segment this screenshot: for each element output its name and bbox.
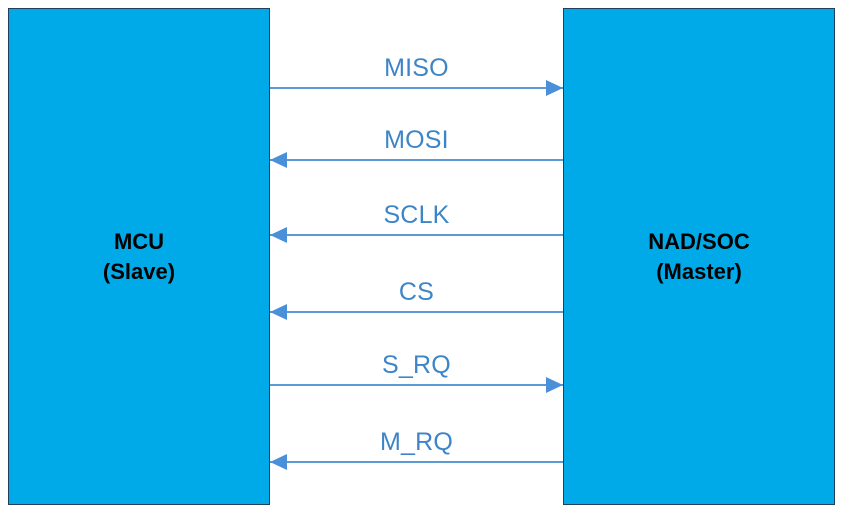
signal-label-cs: CS xyxy=(398,278,435,306)
arrow-shaft xyxy=(270,311,563,313)
arrow-shaft xyxy=(270,461,563,463)
node-mcu[interactable]: MCU (Slave) xyxy=(8,8,270,505)
arrow-head-left-icon xyxy=(270,454,287,470)
arrow-head-left-icon xyxy=(270,227,287,243)
signal-label-sclk: SCLK xyxy=(383,201,450,229)
arrow-head-right-icon xyxy=(546,377,563,393)
signal-label-miso: MISO xyxy=(384,54,449,82)
signal-label-mosi: MOSI xyxy=(384,126,449,154)
node-nadsoc[interactable]: NAD/SOC (Master) xyxy=(563,8,835,505)
signal-label-m-rq: M_RQ xyxy=(379,428,454,456)
arrow-head-left-icon xyxy=(270,304,287,320)
signal-label-s-rq: S_RQ xyxy=(382,351,451,379)
arrow-shaft xyxy=(270,234,563,236)
node-mcu-title: MCU xyxy=(113,229,165,255)
node-nadsoc-role: (Master) xyxy=(656,258,742,284)
node-mcu-role: (Slave) xyxy=(102,258,176,284)
arrow-head-right-icon xyxy=(546,80,563,96)
arrow-shaft xyxy=(270,87,563,89)
node-nadsoc-title: NAD/SOC xyxy=(648,229,750,255)
arrow-shaft xyxy=(270,159,563,161)
arrow-shaft xyxy=(270,384,563,386)
arrow-head-left-icon xyxy=(270,152,287,168)
